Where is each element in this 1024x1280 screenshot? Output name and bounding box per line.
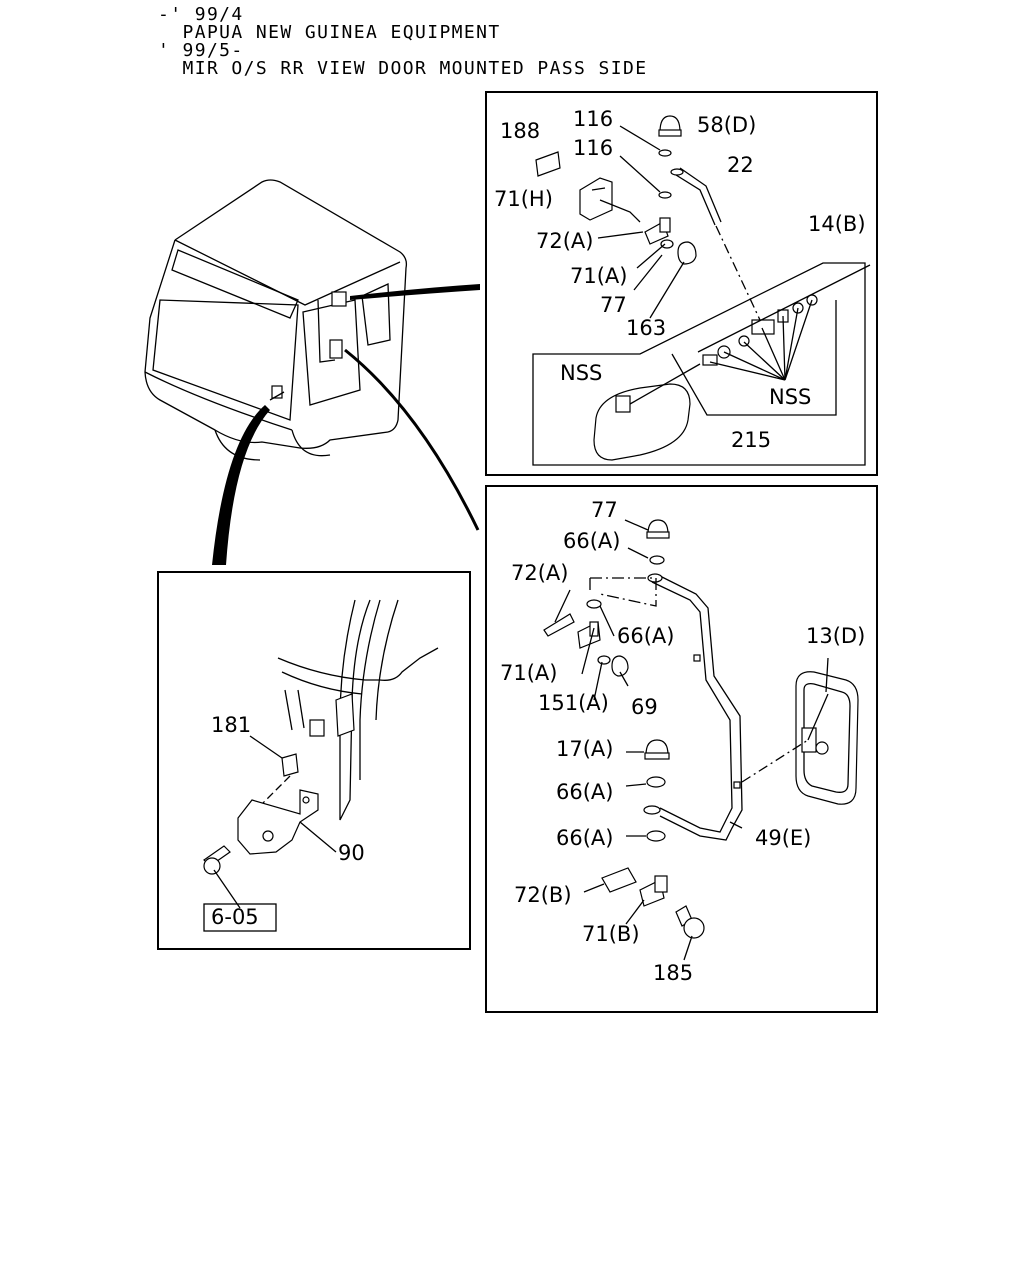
label-72a-bottom: 72(A) bbox=[511, 561, 568, 585]
label-72a: 72(A) bbox=[536, 229, 593, 253]
label-71a: 71(A) bbox=[570, 264, 627, 288]
label-188: 188 bbox=[500, 119, 540, 143]
label-nss-right: NSS bbox=[769, 385, 811, 409]
left-panel-frame bbox=[157, 571, 471, 950]
label-49e: 49(E) bbox=[755, 826, 811, 850]
callout-curve-bottom bbox=[344, 348, 480, 531]
label-14b: 14(B) bbox=[808, 212, 866, 236]
label-72b: 72(B) bbox=[514, 883, 572, 907]
bottom-panel-frame bbox=[485, 485, 878, 1013]
label-66a-3: 66(A) bbox=[556, 780, 613, 804]
label-77-bottom: 77 bbox=[591, 498, 618, 522]
header-line-4: MIR O/S RR VIEW DOOR MOUNTED PASS SIDE bbox=[158, 58, 648, 79]
top-panel bbox=[532, 115, 871, 466]
left-panel bbox=[203, 599, 439, 932]
top-panel-frame bbox=[485, 91, 878, 476]
callout-curve-top bbox=[350, 284, 480, 300]
label-66a-2: 66(A) bbox=[617, 624, 674, 648]
label-151a: 151(A) bbox=[538, 691, 609, 715]
bottom-panel bbox=[543, 519, 859, 961]
label-69: 69 bbox=[631, 695, 658, 719]
label-71h: 71(H) bbox=[494, 187, 553, 211]
label-66a-4: 66(A) bbox=[556, 826, 613, 850]
reference-6-05[interactable]: 6-05 bbox=[211, 905, 259, 929]
label-90: 90 bbox=[338, 841, 365, 865]
header-line-1: -' 99/4 bbox=[158, 4, 244, 25]
label-215: 215 bbox=[731, 428, 771, 452]
callout-curve-left bbox=[212, 405, 270, 565]
label-116-upper: 116 bbox=[573, 107, 613, 131]
header-line-2: PAPUA NEW GUINEA EQUIPMENT bbox=[158, 22, 501, 43]
label-181: 181 bbox=[211, 713, 251, 737]
header-line-3: ' 99/5- bbox=[158, 40, 244, 61]
label-22: 22 bbox=[727, 153, 754, 177]
reference-box bbox=[203, 903, 277, 932]
label-66a-1: 66(A) bbox=[563, 529, 620, 553]
truck-cab-illustration bbox=[144, 179, 408, 461]
label-71b: 71(B) bbox=[582, 922, 640, 946]
label-58d: 58(D) bbox=[697, 113, 756, 137]
label-nss-left: NSS bbox=[560, 361, 602, 385]
label-77: 77 bbox=[600, 293, 627, 317]
label-71a-bottom: 71(A) bbox=[500, 661, 557, 685]
label-163: 163 bbox=[626, 316, 666, 340]
label-13d: 13(D) bbox=[806, 624, 865, 648]
label-116-lower: 116 bbox=[573, 136, 613, 160]
label-185: 185 bbox=[653, 961, 693, 985]
label-17a: 17(A) bbox=[556, 737, 613, 761]
